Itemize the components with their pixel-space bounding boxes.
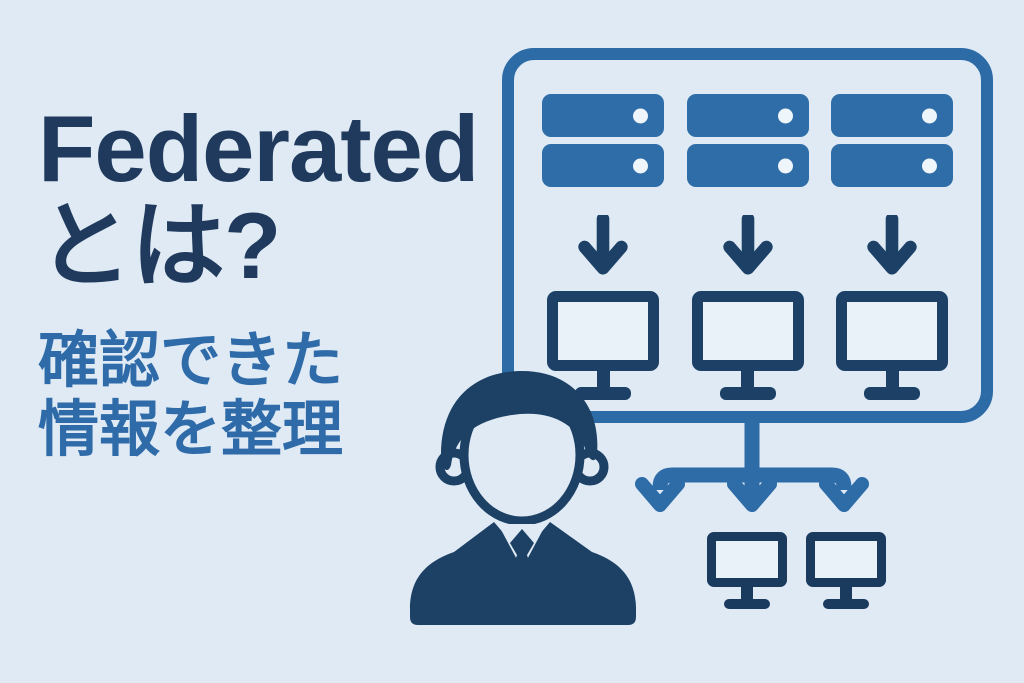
arrow-down-icon bbox=[867, 215, 917, 275]
monitor-icon bbox=[836, 291, 948, 400]
server-unit bbox=[686, 144, 809, 187]
monitor-base bbox=[823, 599, 869, 609]
page-title-line-1: Federated bbox=[38, 96, 479, 201]
server-unit bbox=[542, 144, 664, 187]
diagram-column-1 bbox=[540, 94, 666, 400]
monitor-icon-small bbox=[806, 532, 886, 609]
monitor-stand bbox=[741, 587, 753, 599]
server-led-dot bbox=[777, 108, 793, 123]
monitor-stand bbox=[596, 371, 610, 387]
server-unit bbox=[686, 94, 809, 137]
server-icon bbox=[686, 94, 809, 194]
monitor-screen bbox=[691, 291, 804, 371]
monitor-icon bbox=[691, 291, 804, 400]
server-unit bbox=[831, 144, 953, 187]
monitor-screen bbox=[707, 532, 787, 587]
monitor-stand bbox=[885, 371, 899, 387]
server-led-dot bbox=[922, 158, 937, 173]
server-unit bbox=[831, 94, 953, 137]
monitor-screen bbox=[547, 291, 659, 371]
server-icon bbox=[831, 94, 953, 194]
monitor-base bbox=[719, 387, 776, 400]
server-icon bbox=[542, 94, 664, 194]
monitor-base bbox=[724, 599, 770, 609]
monitor-screen bbox=[836, 291, 948, 371]
monitor-screen bbox=[806, 532, 886, 587]
diagram-column-3 bbox=[829, 94, 955, 400]
server-led-dot bbox=[777, 158, 793, 173]
arrow-down-icon bbox=[722, 215, 773, 275]
headline: Federated とは? bbox=[38, 96, 479, 298]
server-led-dot bbox=[633, 108, 648, 123]
branch-arrows-icon bbox=[635, 422, 869, 512]
federated-diagram-frame bbox=[502, 48, 993, 423]
monitor-icon-small bbox=[707, 532, 787, 609]
monitor-stand bbox=[840, 587, 852, 599]
arrow-down-icon bbox=[578, 215, 628, 275]
page-title-line-2: とは? bbox=[38, 193, 281, 298]
monitor-base bbox=[575, 387, 631, 400]
diagram-column-2 bbox=[685, 94, 811, 400]
subtitle-line-2: 情報を整理 bbox=[38, 395, 344, 463]
subtitle: 確認できた 情報を整理 bbox=[38, 326, 343, 464]
monitor-icon bbox=[547, 291, 659, 400]
monitor-base bbox=[864, 387, 920, 400]
monitor-stand bbox=[741, 371, 754, 387]
server-led-dot bbox=[633, 158, 648, 173]
subtitle-line-1: 確認できた bbox=[38, 326, 344, 394]
server-unit bbox=[542, 94, 664, 137]
server-led-dot bbox=[922, 108, 937, 123]
person-icon bbox=[410, 371, 636, 625]
